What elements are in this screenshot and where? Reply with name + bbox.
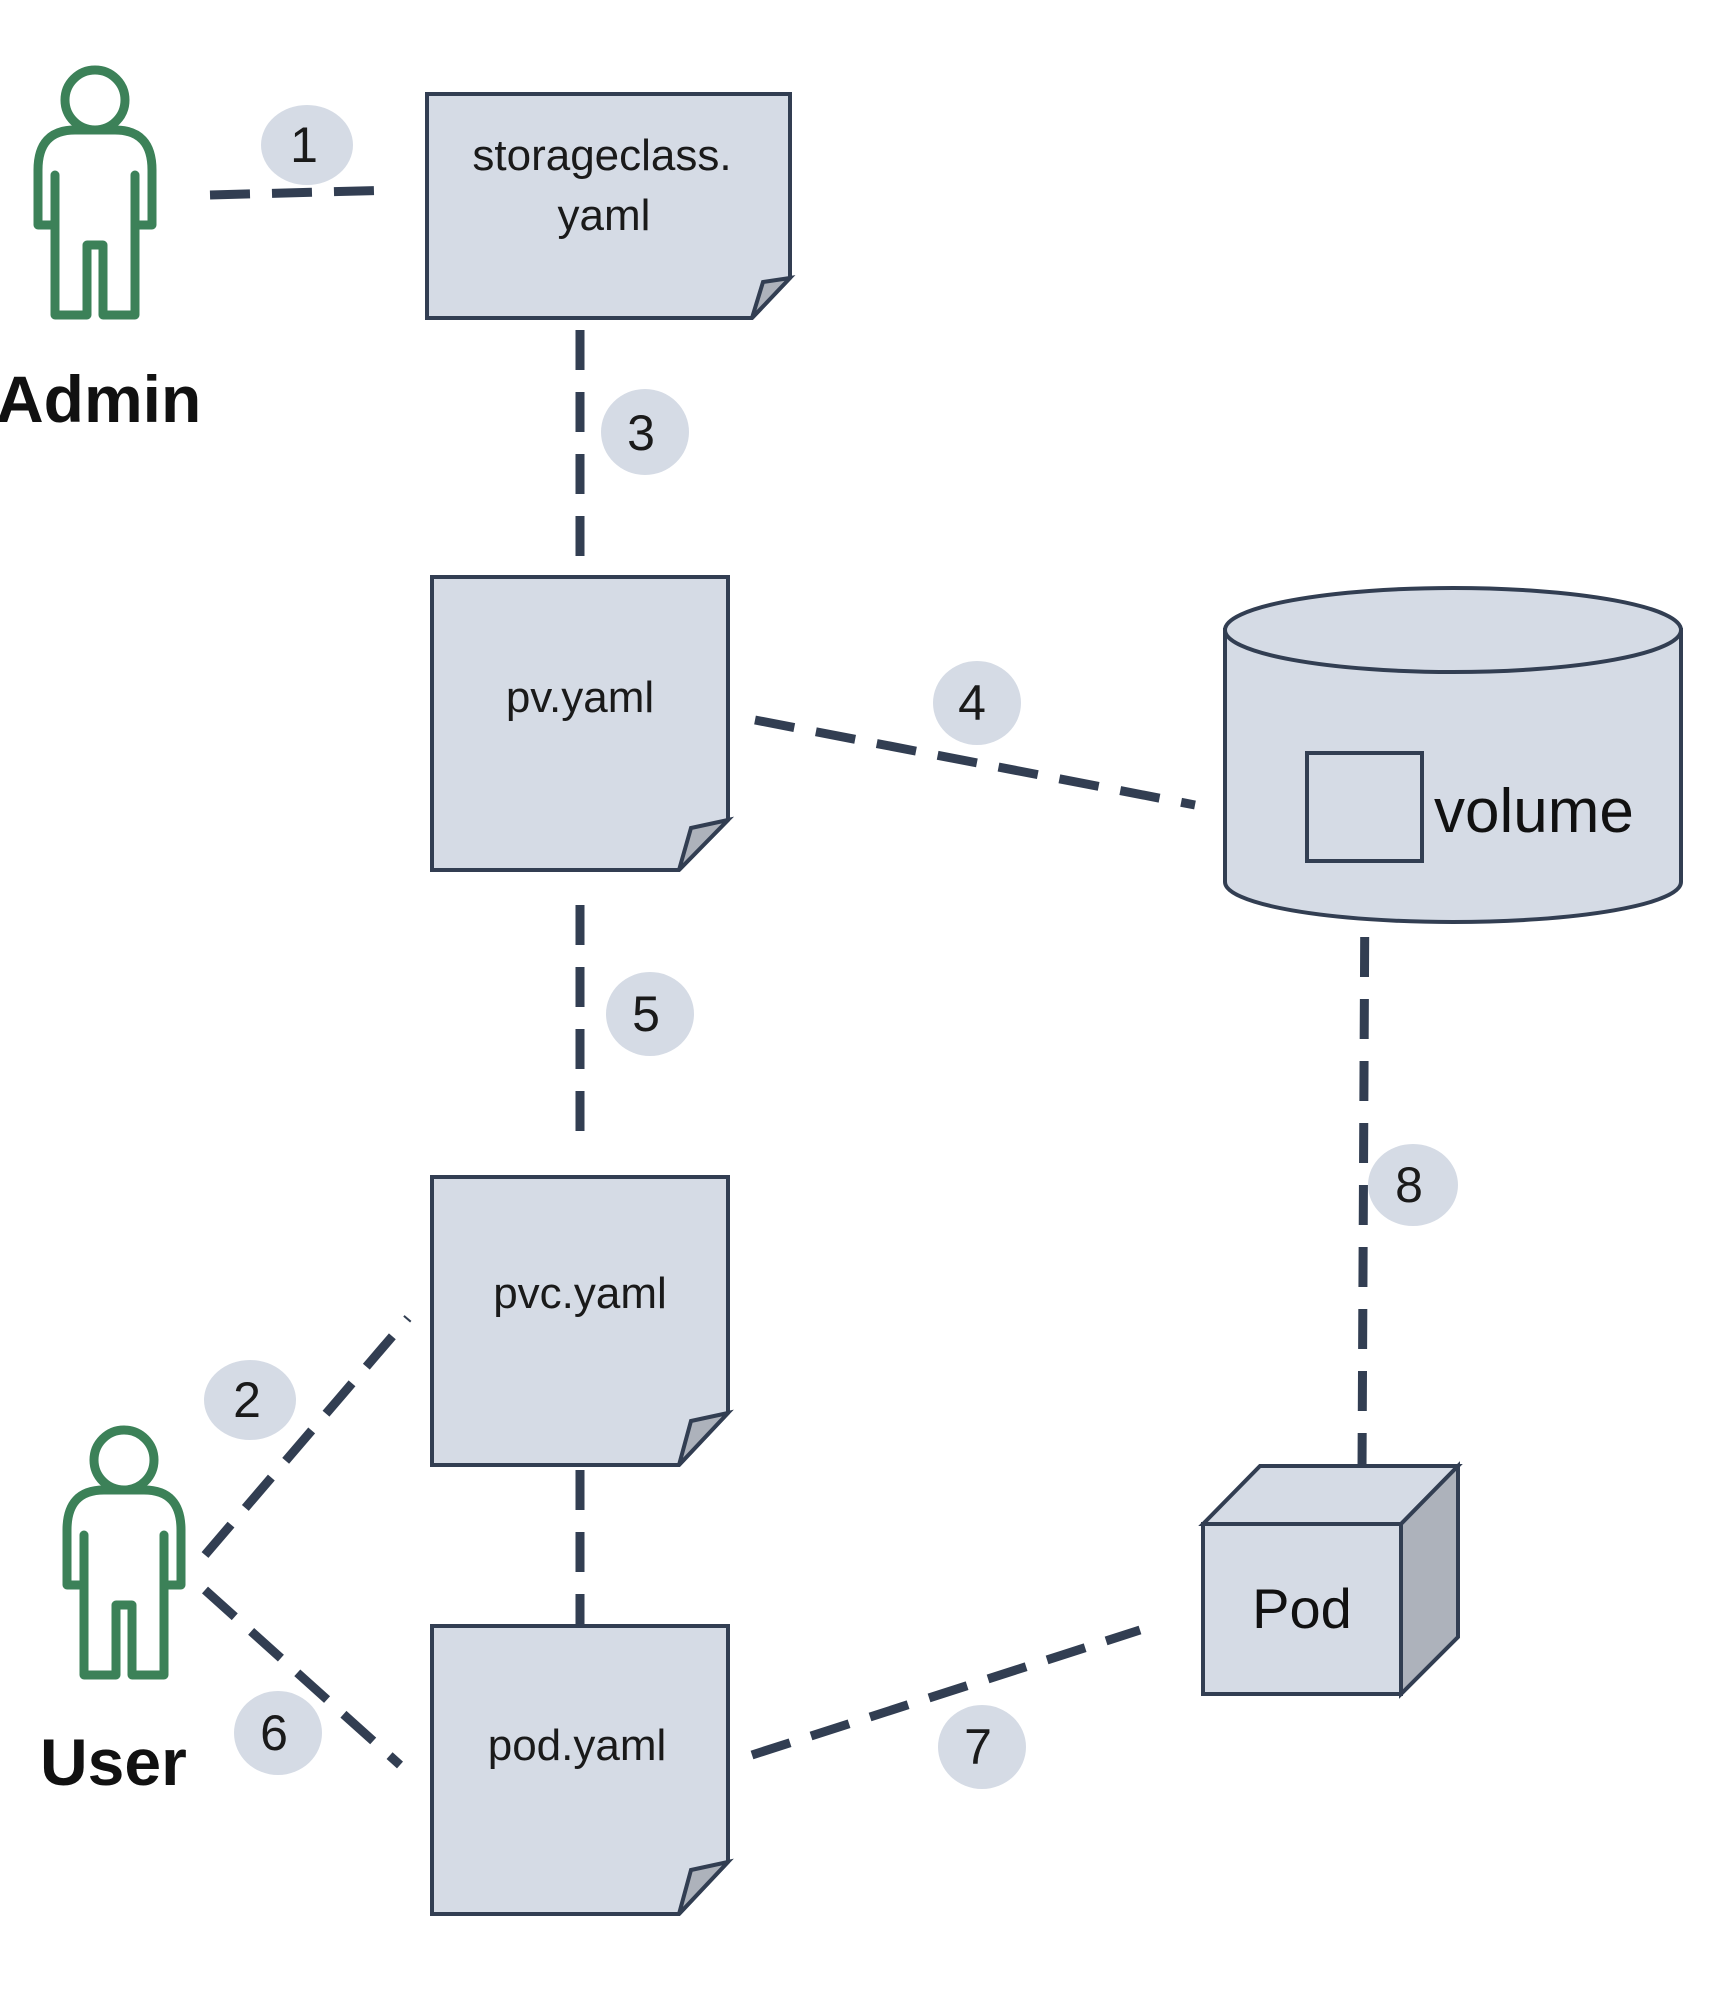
step-badge-8: 8: [1368, 1144, 1458, 1226]
step-badge-7: 7: [938, 1705, 1026, 1789]
connector-admin-storageclass: [209, 185, 396, 200]
storageclass-label-line2: yaml: [558, 191, 651, 240]
pvc-label: pvc.yaml: [493, 1269, 667, 1318]
step-badge-4: 4: [933, 661, 1021, 745]
podyaml-file: pod.yaml: [430, 1624, 734, 1916]
pvc-file: pvc.yaml: [430, 1175, 734, 1467]
connector-user-pvc: [201, 1315, 412, 1558]
connector-podyaml-pod: [750, 1625, 1142, 1760]
svg-text:1: 1: [290, 117, 318, 173]
step-badge-1: 1: [261, 105, 353, 185]
volume-label: volume: [1434, 777, 1634, 846]
svg-text:2: 2: [233, 1372, 261, 1428]
pv-file: pv.yaml: [430, 575, 735, 872]
connector-pv-volume: [754, 715, 1196, 810]
svg-text:6: 6: [260, 1705, 288, 1761]
user-label: User: [40, 1725, 187, 1799]
pod-label: Pod: [1252, 1577, 1352, 1640]
volume-icon: [1305, 751, 1424, 863]
connector-volume-pod: [1357, 874, 1370, 1471]
user-actor: User: [40, 1425, 187, 1799]
pod-cube: Pod: [1198, 1461, 1463, 1699]
podyaml-label: pod.yaml: [488, 1721, 667, 1770]
storageclass-file: storageclass. yaml: [425, 92, 796, 320]
step-badge-3: 3: [601, 389, 689, 475]
connectors: [201, 185, 1370, 1769]
step-badge-2: 2: [204, 1360, 296, 1440]
storage-cylinder: volume: [1223, 586, 1683, 924]
step-badges: 1 2 3 4 5 6 7 8: [204, 105, 1458, 1789]
svg-text:4: 4: [958, 675, 986, 731]
admin-actor: Admin: [0, 65, 201, 436]
svg-text:5: 5: [632, 986, 660, 1042]
svg-text:7: 7: [964, 1719, 992, 1775]
storageclass-label-line1: storageclass.: [472, 131, 731, 180]
user-person-icon: [62, 1425, 186, 1680]
admin-person-icon: [33, 65, 157, 320]
step-badge-5: 5: [606, 972, 694, 1056]
connector-user-podyaml: [201, 1586, 404, 1769]
step-badge-6: 6: [234, 1691, 322, 1775]
pv-label: pv.yaml: [506, 673, 654, 722]
admin-label: Admin: [0, 362, 201, 436]
svg-text:8: 8: [1395, 1157, 1423, 1213]
svg-text:3: 3: [627, 405, 655, 461]
